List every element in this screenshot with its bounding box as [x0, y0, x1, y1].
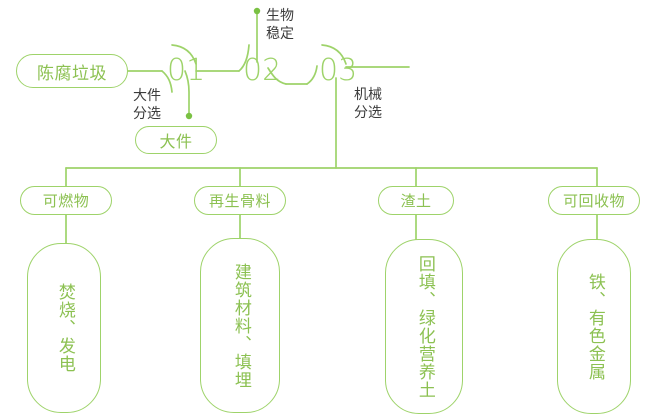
stage-02-annotation-line2: 稳定 — [266, 25, 294, 42]
dot-bio-terminal — [253, 7, 261, 15]
category-label: 渣土 — [400, 192, 432, 210]
stage-01-annotation-line1: 大件 — [133, 88, 161, 104]
outcome-text: 焚烧、发电 — [54, 283, 75, 373]
dot-bulky-terminal — [185, 112, 193, 120]
category-pill-recycled-aggregate[interactable]: 再生骨料 — [194, 186, 286, 215]
stage-03-annotation: 机械 分选 — [354, 87, 382, 123]
category-pill-combustible[interactable]: 可燃物 — [20, 186, 112, 215]
outcome-box-slag-soil[interactable]: 回填、绿化营养土 — [385, 239, 463, 414]
bracket-01-top — [171, 44, 197, 65]
stage-01-annotation-line2: 分选 — [133, 105, 161, 122]
outcome-box-combustible[interactable]: 焚烧、发电 — [27, 243, 101, 413]
bulky-output-pill[interactable]: 大件 — [135, 126, 217, 154]
source-pill[interactable]: 陈腐垃圾 — [16, 54, 128, 88]
category-pill-recyclables[interactable]: 可回收物 — [548, 186, 640, 215]
stage-number-01[interactable]: 01 — [167, 53, 206, 88]
stage-number-03[interactable]: 03 — [319, 53, 358, 88]
bracket-02-bottom-right — [267, 67, 287, 85]
stage-number-02[interactable]: 02 — [243, 53, 282, 88]
category-label: 可回收物 — [562, 192, 625, 210]
stage-03-annotation-line2: 分选 — [354, 104, 382, 121]
outcome-text: 回填、绿化营养土 — [414, 254, 435, 399]
stage-02-annotation: 生物 稳定 — [266, 8, 294, 44]
outcome-text: 建筑材料、填埋 — [230, 262, 251, 389]
stage-01-annotation: 大件 分选 — [133, 88, 161, 124]
bracket-02-top-left — [238, 44, 250, 72]
outcome-box-recyclables[interactable]: 铁、有色金属 — [557, 239, 631, 414]
bracket-03-top — [321, 44, 347, 65]
source-label: 陈腐垃圾 — [37, 63, 107, 84]
stage-02-annotation-line1: 生物 — [266, 8, 294, 24]
stage-03-annotation-line1: 机械 — [354, 87, 382, 103]
bulky-output-label: 大件 — [159, 132, 193, 151]
bracket-01-bottom-left — [161, 70, 173, 93]
bracket-03-bottom-left — [306, 65, 318, 85]
outcome-text: 铁、有色金属 — [584, 272, 605, 381]
category-label: 可燃物 — [42, 192, 90, 210]
category-label: 再生骨料 — [208, 192, 271, 210]
category-pill-slag-soil[interactable]: 渣土 — [378, 186, 454, 215]
outcome-box-recycled-aggregate[interactable]: 建筑材料、填埋 — [200, 238, 280, 413]
drop-01-to-bulky — [184, 70, 190, 115]
